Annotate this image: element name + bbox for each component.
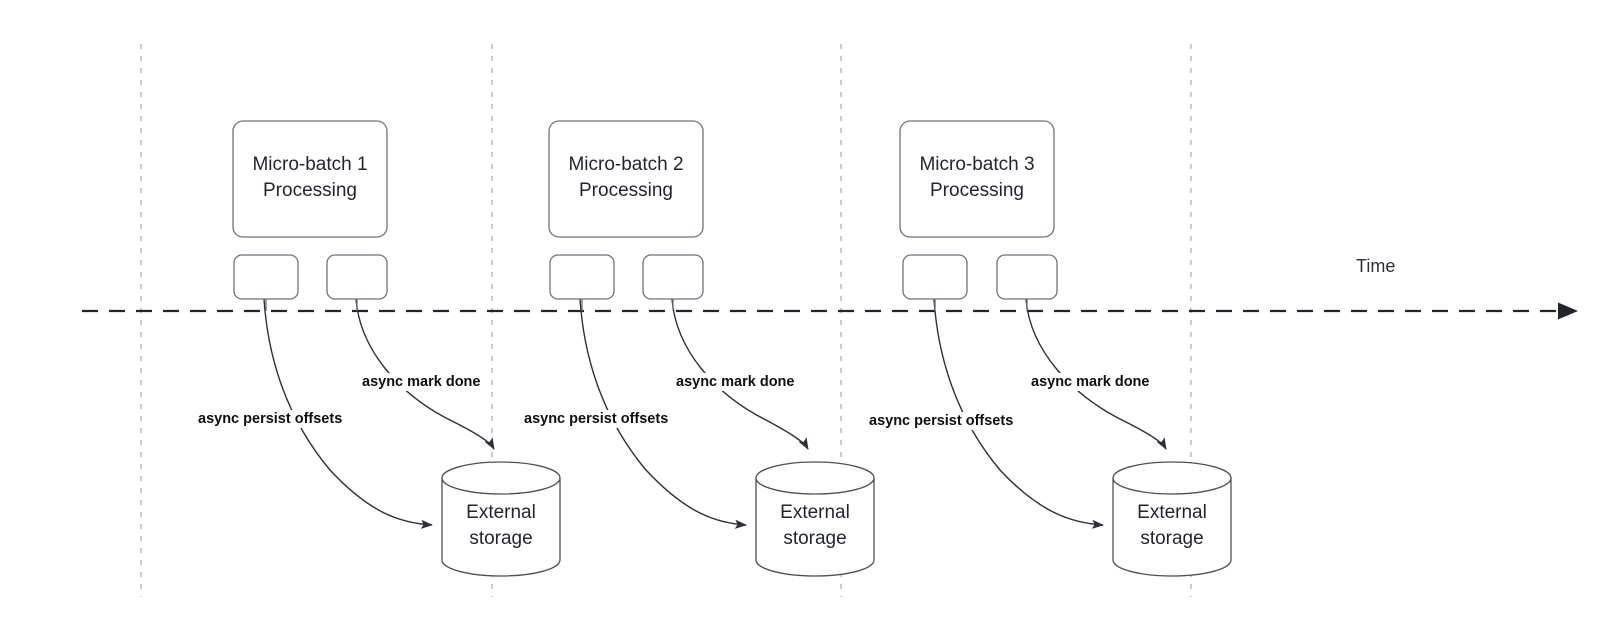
group-3-processing-label-line2: Processing [930,180,1024,201]
group-1-async-persist-offsets-label-backing [195,410,361,428]
time-axis-arrowhead [1558,302,1578,320]
group-1-async-persist-offsets-arrow [263,298,433,529]
group-1-async-mark-done-label-backing [359,373,478,391]
group-1-persist-tick[interactable] [233,254,299,300]
group-1-storage-label-line2: storage [469,528,532,549]
group-3-markdone-tick[interactable] [996,254,1058,300]
group-3-async-persist-offsets-arrow [933,298,1104,529]
group-1-processing-label-line1: Micro-batch 1 [252,154,367,175]
group-2-processing-label-line2: Processing [579,180,673,201]
group-1-async-persist-offsets-label: async persist offsets [198,411,342,427]
group-2-processing-box[interactable] [548,120,704,238]
group-2-async-persist-offsets-arrow [579,298,747,529]
group-1-async-mark-done-label: async mark done [362,374,480,390]
group-2-external-storage[interactable] [755,461,875,577]
group-2-async-mark-done-label-backing [673,373,792,391]
group-1-async-mark-done-arrow [355,298,495,450]
group-2-processing-label-line1: Micro-batch 2 [568,154,683,175]
group-3-processing-box[interactable] [899,120,1055,238]
group-3-persist-tick[interactable] [902,254,968,300]
group-2-async-persist-offsets-label: async persist offsets [524,411,668,427]
group-2-async-mark-done-label: async mark done [676,374,794,390]
group-3-external-storage[interactable] [1112,461,1232,577]
group-1-external-storage[interactable] [441,461,561,577]
group-3-async-mark-done-arrow [1025,298,1167,450]
group-2-storage-label-line1: External [780,502,850,523]
group-3-storage-label-line1: External [1137,502,1207,523]
group-2-storage-label-line2: storage [783,528,846,549]
group-3-async-mark-done-label: async mark done [1031,374,1149,390]
group-2-markdone-tick[interactable] [642,254,704,300]
group-2-persist-tick[interactable] [549,254,615,300]
group-1-processing-label-line2: Processing [263,180,357,201]
group-3-async-persist-offsets-label: async persist offsets [869,413,1013,429]
group-3-storage-label-line2: storage [1140,528,1203,549]
group-2-async-persist-offsets-label-backing [521,410,687,428]
time-axis: Time [82,256,1578,320]
edge-label-layer: async persist offsets async mark done asyn… [195,373,1149,430]
group-1-storage-label-line1: External [466,502,536,523]
group-3-async-persist-offsets-label-backing [866,412,1032,430]
group-1-processing-box[interactable] [232,120,388,238]
group-3-processing-label-line1: Micro-batch 3 [919,154,1034,175]
edge-layer [263,298,1167,529]
group-1-markdone-tick[interactable] [326,254,388,300]
group-2-async-mark-done-arrow [671,298,809,450]
group-3-async-mark-done-label-backing [1028,373,1147,391]
time-axis-label: Time [1356,256,1395,276]
